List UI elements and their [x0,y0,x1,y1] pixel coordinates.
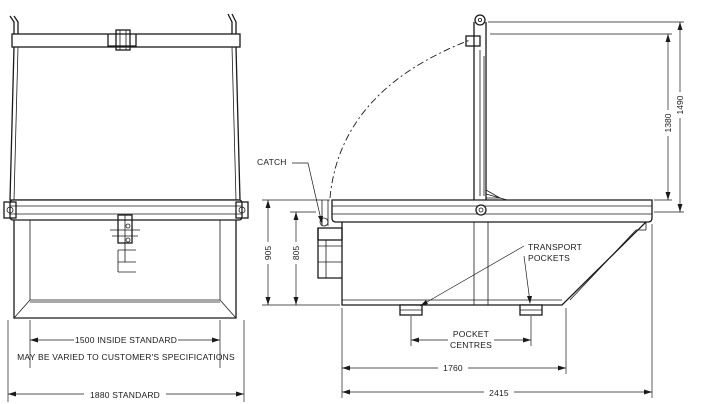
dimension-inside-width: 1500 INSIDE STANDARD [75,335,177,345]
dimension-height-1490: 1490 [675,95,685,114]
hinge-bar [9,199,243,221]
dimension-overall-width: 1880 STANDARD [90,390,160,400]
dimension-height-1380: 1380 [663,113,673,132]
dimension-length-2415: 2415 [489,388,509,398]
lid-panel [9,46,241,201]
dimension-inside-width-note: MAY BE VARIED TO CUSTOMER'S SPECIFICATIO… [17,352,235,362]
top-rail [331,199,653,223]
body-outline [13,220,237,319]
pocket-centres-label-line2: CENTRES [450,340,492,350]
side-view: 1490 1380 CATCH [257,14,687,398]
dimension-height-805: 805 [291,246,301,260]
dimension-length-1760: 1760 [443,363,463,373]
catch-label: CATCH [257,157,287,167]
pocket-centres-label-line1: POCKET [453,329,489,339]
transport-pockets-label-line2: POCKETS [528,253,570,263]
swing-arc [329,39,471,199]
dimension-height-905: 905 [263,246,273,260]
transport-pockets-label-line1: TRANSPORT [528,242,582,252]
front-view: 1500 INSIDE STANDARD MAY BE VARIED TO CU… [3,13,249,402]
